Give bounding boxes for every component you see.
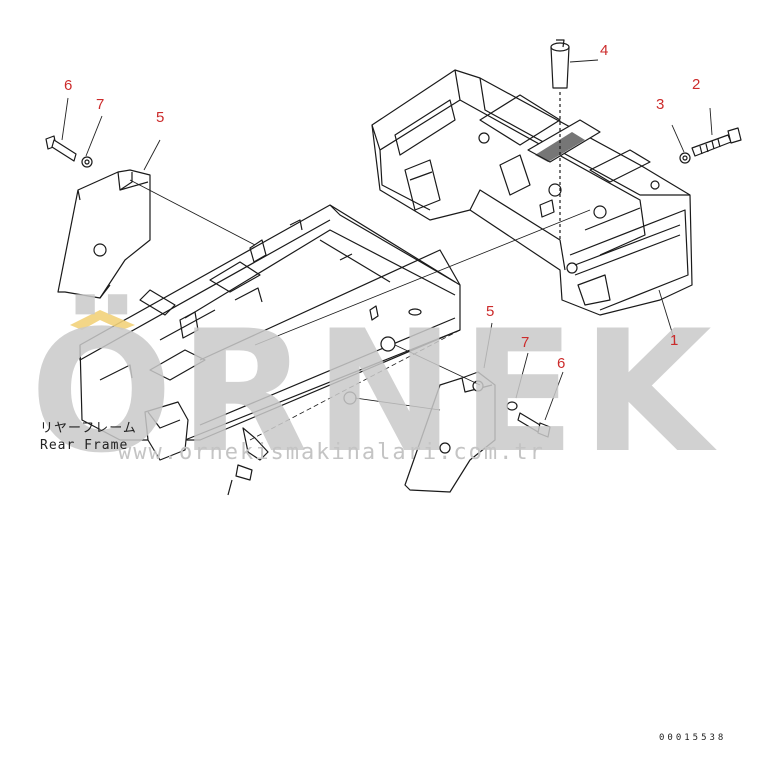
rear-frame-label-japanese: リヤーフレーム — [40, 421, 137, 436]
callout-1: 1 — [670, 332, 679, 349]
watermark-url: www.ornekismakinalari.com.tr — [118, 440, 545, 465]
rear-frame-label-english: Rear Frame — [40, 438, 129, 453]
callout-7-right: 7 — [521, 334, 530, 351]
watermark-logo-accent — [70, 310, 135, 330]
callout-5-left: 5 — [156, 109, 165, 126]
rear-frame — [79, 204, 461, 496]
watermark-brand: ÖRNEK — [30, 294, 718, 490]
right-bracket-assembly — [404, 371, 551, 493]
hinge-pin — [550, 39, 570, 240]
callout-2: 2 — [692, 76, 701, 93]
callout-3: 3 — [656, 96, 665, 113]
callout-6-right: 6 — [557, 355, 566, 372]
callout-6-left: 6 — [64, 77, 73, 94]
drawing-code: 00015538 — [659, 733, 727, 743]
leader-lines — [61, 59, 713, 421]
bolt-washer-right — [679, 127, 742, 164]
callout-4: 4 — [600, 42, 609, 59]
assembly-lines — [129, 179, 591, 441]
left-bracket-assembly — [45, 135, 151, 299]
callout-5-right: 5 — [486, 303, 495, 320]
callout-7-left: 7 — [96, 96, 105, 113]
